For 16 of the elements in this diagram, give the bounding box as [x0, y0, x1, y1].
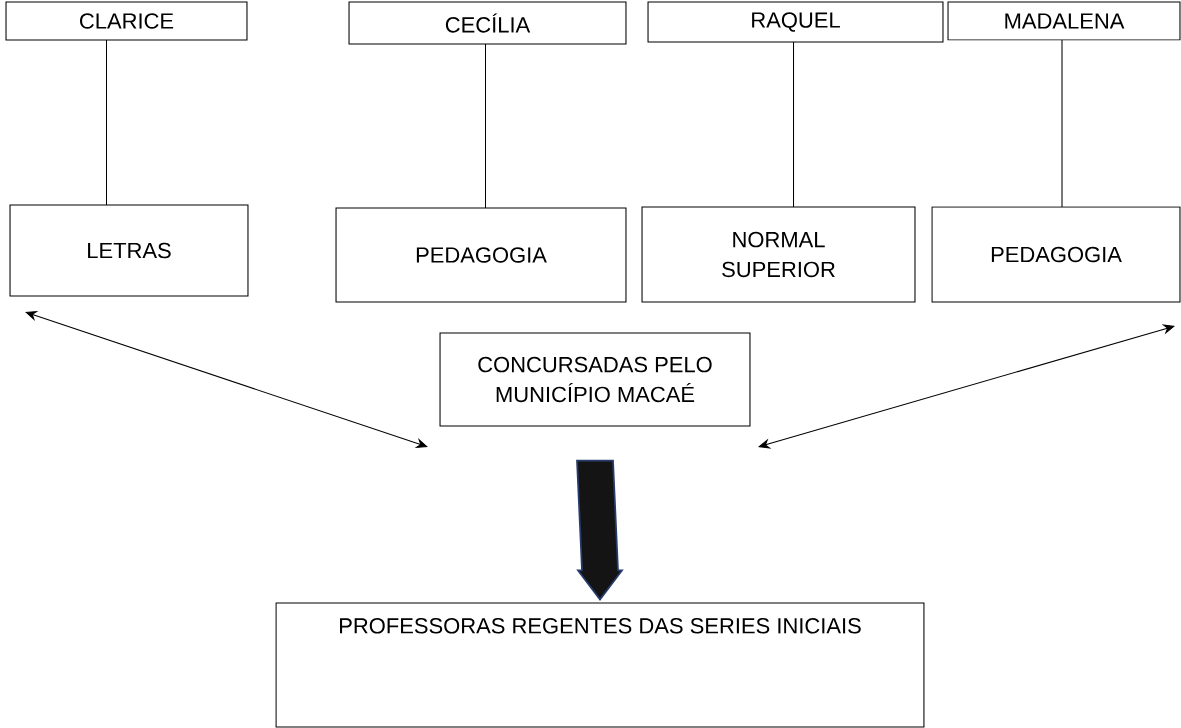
course-box: NORMAL SUPERIOR	[641, 206, 916, 303]
connector-line	[484, 43, 487, 209]
course-box: PEDAGOGIA	[335, 207, 627, 303]
block-arrow	[576, 459, 624, 601]
name-box: CECÍLIA	[348, 1, 627, 45]
connector-line	[105, 39, 108, 206]
connector-line	[1061, 39, 1063, 208]
connector-line	[792, 41, 795, 208]
course-box: LETRAS	[9, 204, 249, 297]
double-arrow	[758, 324, 1175, 449]
course-box: PEDAGOGIA	[931, 206, 1181, 303]
process-box: CONCURSADAS PELO MUNICÍPIO MACAÉ	[439, 332, 751, 427]
name-box: MADALENA	[947, 1, 1181, 41]
process-box: PROFESSORAS REGENTES DAS SERIES INICIAIS	[275, 602, 925, 728]
name-box: CLARICE	[5, 1, 248, 41]
name-box: RAQUEL	[647, 1, 944, 43]
